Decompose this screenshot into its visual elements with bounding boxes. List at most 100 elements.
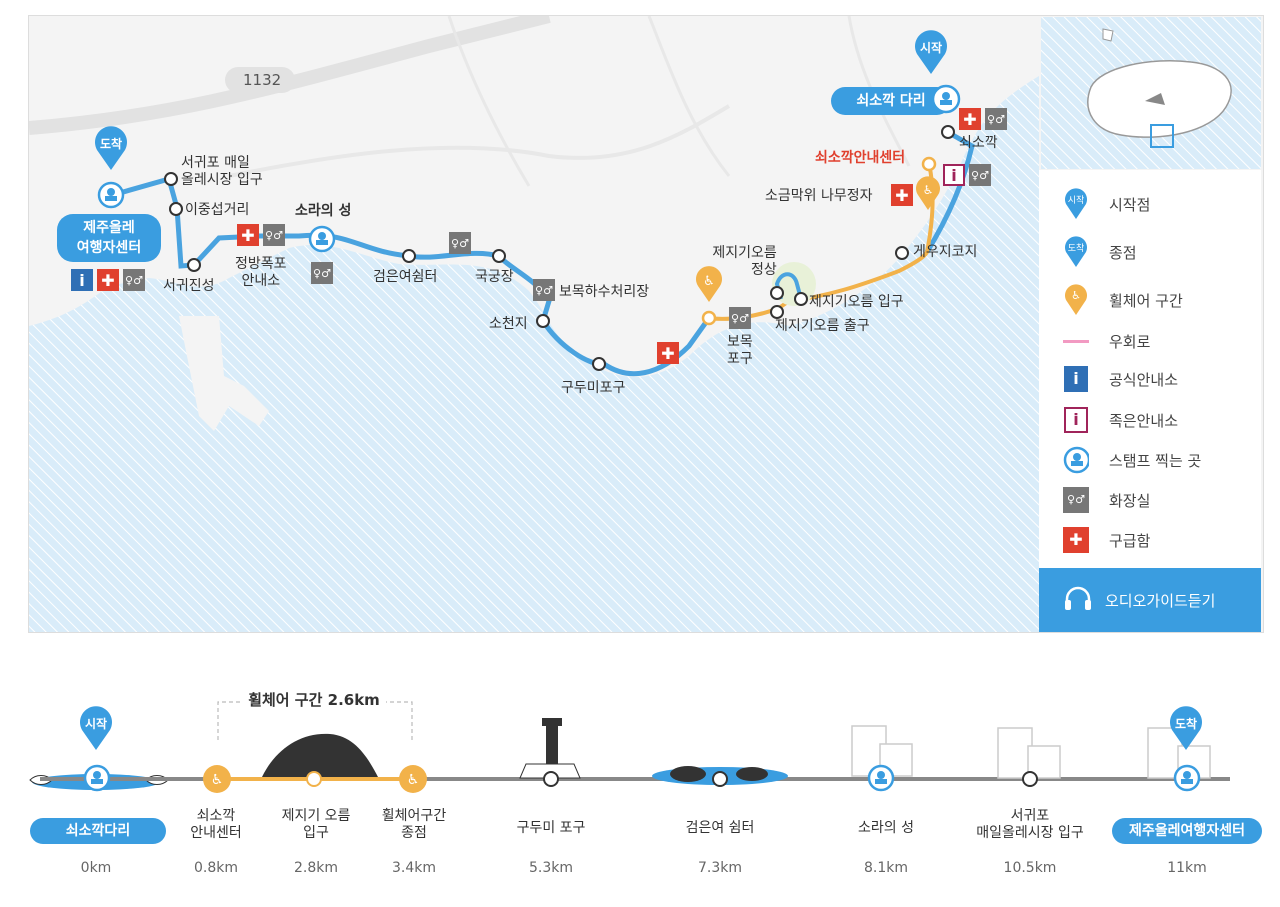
stop-label-5: 검은여 쉼터 xyxy=(685,820,755,836)
start-pin-icon: 시작 xyxy=(78,706,114,756)
stamp-icon xyxy=(1173,764,1201,796)
label-bomok-sewage: 보목하수처리장 xyxy=(559,284,650,300)
restroom-icon: ♀♂ xyxy=(969,164,991,186)
start-pin-icon: 시작 xyxy=(913,30,949,80)
svg-text:♿: ♿ xyxy=(1071,289,1081,302)
label-gukgungjang: 국궁장 xyxy=(475,269,514,285)
stop-label-6: 소라의 성 xyxy=(858,820,914,836)
restroom-icon: ♀♂ xyxy=(533,279,555,301)
small-info-icon: i xyxy=(943,164,965,186)
restroom-icon: ♀♂ xyxy=(311,262,333,284)
legend-start: 시작 시작점 xyxy=(1039,186,1261,222)
island-minimap[interactable] xyxy=(1041,17,1261,169)
audio-guide-button[interactable]: 오디오가이드듣기 xyxy=(1039,568,1261,632)
stop-km-6: 8.1km xyxy=(863,860,908,876)
label-soesokkak: 쇠소깍 xyxy=(959,135,998,151)
official-info-icon: i xyxy=(71,269,93,291)
stamp-icon xyxy=(931,84,961,118)
start-pin-icon: 시작 xyxy=(1063,188,1089,219)
stamp-icon xyxy=(97,181,125,213)
label-gudumi: 구두미포구 xyxy=(561,380,626,396)
wheelchair-icon: ♿ xyxy=(398,764,428,798)
stamp-icon xyxy=(867,764,895,796)
small-info-icon: i xyxy=(1063,405,1089,435)
label-jejigi-entrance: 제지기오름 입구 xyxy=(809,294,904,310)
restroom-icon: ♀♂ xyxy=(729,307,751,329)
svg-text:♿: ♿ xyxy=(703,274,715,289)
legend-detour: 우회로 xyxy=(1039,323,1261,359)
label-jejigi-exit: 제지기오름 출구 xyxy=(775,318,870,334)
svg-text:도착: 도착 xyxy=(1068,243,1085,254)
legend-first-aid: ✚ 구급함 xyxy=(1039,522,1261,558)
legend-small-info: i 족은안내소 xyxy=(1039,402,1261,438)
stop-km-3: 3.4km xyxy=(391,860,436,876)
first-aid-icon: ✚ xyxy=(97,269,119,291)
legend-official-info: i 공식안내소 xyxy=(1039,361,1261,397)
end-pin-icon: 도착 xyxy=(1168,706,1204,756)
label-seogwi-jinseong: 서귀진성 xyxy=(163,278,215,294)
wheelchair-pin-icon: ♿ xyxy=(695,266,723,308)
label-sori-castle: 소라의 성 xyxy=(295,203,352,219)
first-aid-icon: ✚ xyxy=(237,224,259,246)
minimap-canvas xyxy=(1041,17,1261,169)
label-geuujikoji: 게우지코지 xyxy=(913,244,978,260)
stop-km-7: 10.5km xyxy=(1003,860,1057,876)
first-aid-icon: ✚ xyxy=(959,108,981,130)
stop-km-4: 5.3km xyxy=(528,860,573,876)
first-aid-icon: ✚ xyxy=(657,342,679,364)
restroom-icon: ♀♂ xyxy=(1063,485,1089,515)
restroom-icon: ♀♂ xyxy=(449,232,471,254)
wheelchair-pin-icon: ♿ xyxy=(915,176,941,216)
map-legend: 시작 시작점 도착 종점 ♿ 휠체어 구간 우회로 i 공식안내소 i 족은안내… xyxy=(1039,170,1261,568)
label-sogeummakwi: 소금막위 나무정자 xyxy=(765,188,873,204)
stop-km-1: 0.8km xyxy=(193,860,238,876)
profile-canvas xyxy=(29,701,1230,790)
svg-text:♿: ♿ xyxy=(923,183,934,197)
detour-line-icon xyxy=(1063,326,1089,356)
label-socheonji: 소천지 xyxy=(489,316,528,332)
end-pin-icon: 도착 xyxy=(1063,236,1089,267)
svg-text:♿: ♿ xyxy=(211,772,224,788)
start-location-pill: 쇠소깍 다리 xyxy=(831,87,951,115)
stop-km-2: 2.8km xyxy=(293,860,338,876)
legend-restroom: ♀♂ 화장실 xyxy=(1039,482,1261,518)
legend-end: 도착 종점 xyxy=(1039,234,1261,270)
label-geomeunyeo: 검은여쉼터 xyxy=(373,269,438,285)
stop-km-5: 7.3km xyxy=(697,860,742,876)
stop-label-8: 제주올레여행자센터 xyxy=(1112,818,1262,844)
pier xyxy=(179,316,269,431)
svg-text:♿: ♿ xyxy=(407,772,420,788)
stop-km-8: 11km xyxy=(1167,860,1207,876)
legend-wheelchair: ♿ 휠체어 구간 xyxy=(1039,282,1261,318)
stamp-icon xyxy=(308,225,336,257)
wheelchair-span-label: 휠체어 구간 2.6km xyxy=(216,691,412,709)
sea-area xyxy=(29,76,1039,632)
first-aid-icon: ✚ xyxy=(891,184,913,206)
label-ijungseop: 이중섭거리 xyxy=(185,202,250,218)
svg-text:시작: 시작 xyxy=(1068,195,1085,206)
restroom-icon: ♀♂ xyxy=(123,269,145,291)
wheelchair-icon: ♿ xyxy=(202,764,232,798)
stop-label-0: 쇠소깍다리 xyxy=(30,818,166,844)
road-number: 1132 xyxy=(243,71,282,89)
stop-km-0: 0km xyxy=(80,860,112,876)
route-line-east xyxy=(924,131,975,254)
headphones-icon xyxy=(1063,585,1093,615)
restroom-icon: ♀♂ xyxy=(985,108,1007,130)
official-info-icon: i xyxy=(1063,364,1089,394)
road-1132 xyxy=(29,16,551,135)
restroom-icon: ♀♂ xyxy=(263,224,285,246)
end-pin-icon: 도착 xyxy=(93,126,129,176)
road-number-badge xyxy=(225,67,295,93)
stamp-icon xyxy=(1063,445,1089,475)
